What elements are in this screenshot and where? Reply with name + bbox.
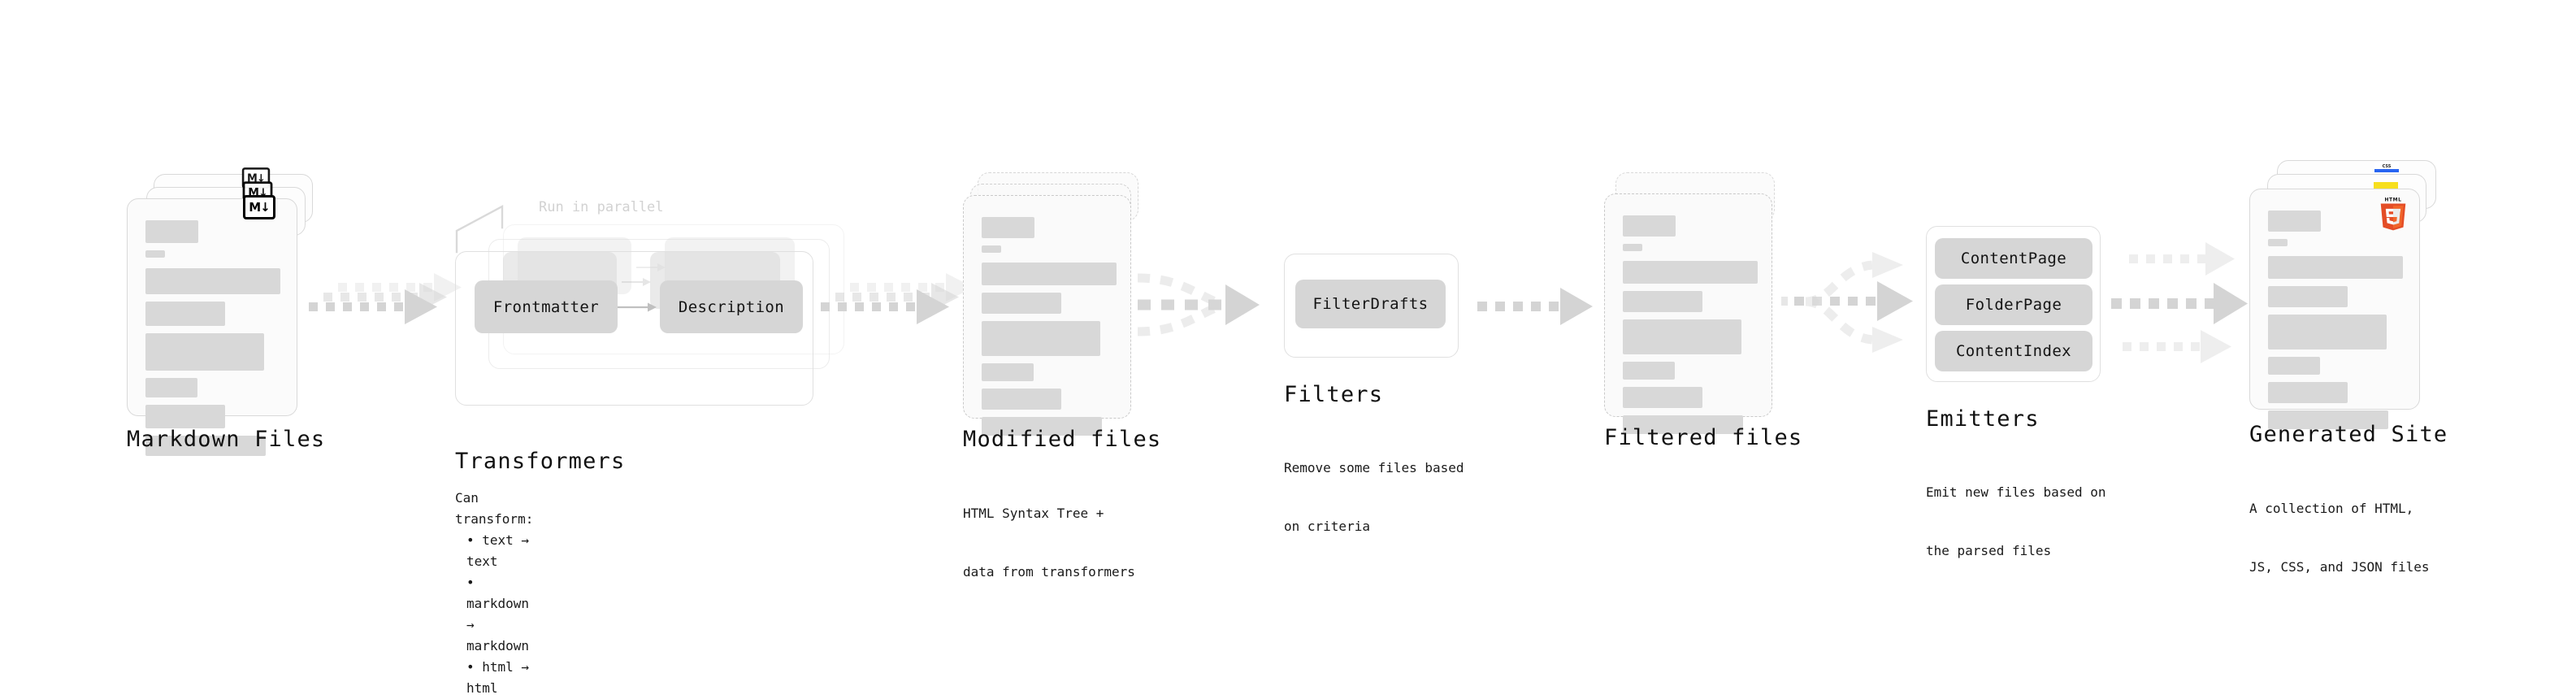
modified-files-subtitle-line-1: data from transformers bbox=[963, 564, 1135, 580]
emitters-title: Emitters bbox=[1926, 406, 2040, 432]
connector-filtered-to-emitters bbox=[1781, 252, 1913, 353]
transformers-bullets: Can transform: • text → text • markdown … bbox=[455, 488, 533, 699]
markdown-badge-mid-label: M↓ bbox=[248, 185, 267, 199]
modified-card-front bbox=[963, 195, 1131, 436]
connector-modified-to-filters bbox=[1137, 273, 1260, 336]
filters-chip-filterdrafts-label: FilterDrafts bbox=[1312, 295, 1429, 313]
css3-badge-bar bbox=[2374, 169, 2399, 172]
modified-files-subtitle-line-0: HTML Syntax Tree + bbox=[963, 506, 1104, 521]
transformers-chip-frontmatter: Frontmatter bbox=[475, 280, 618, 333]
filtered-files-title: Filtered files bbox=[1604, 425, 1803, 450]
transformers-bullets-header: Can transform: bbox=[455, 490, 534, 527]
emitters-chip-folderpage-label: FolderPage bbox=[1965, 296, 2062, 314]
markdown-files-title: Markdown Files bbox=[127, 427, 326, 452]
connector-filters-to-filtered bbox=[1477, 288, 1593, 325]
generated-site-subtitle-line-0: A collection of HTML, bbox=[2249, 501, 2414, 516]
filters-title: Filters bbox=[1284, 382, 1384, 407]
generated-site-subtitle: A collection of HTML, JS, CSS, and JSON … bbox=[2249, 460, 2430, 616]
site-card-lines bbox=[2268, 211, 2403, 436]
transformers-chip-description: Description bbox=[660, 280, 803, 333]
filtered-card-lines bbox=[1623, 215, 1758, 441]
filters-subtitle-line-1: on criteria bbox=[1284, 519, 1370, 534]
css3-badge: CSS bbox=[2374, 163, 2399, 172]
transformers-chip-frontmatter-label: Frontmatter bbox=[492, 297, 600, 316]
transformers-panel-front bbox=[455, 251, 813, 406]
emitters-chip-contentpage-label: ContentPage bbox=[1960, 250, 2067, 267]
modified-files-title: Modified files bbox=[963, 427, 1162, 452]
emitters-subtitle-line-0: Emit new files based on bbox=[1926, 484, 2106, 500]
generated-site-subtitle-line-1: JS, CSS, and JSON files bbox=[2249, 559, 2430, 575]
filtered-card-front bbox=[1604, 193, 1772, 434]
emitters-subtitle-line-1: the parsed files bbox=[1926, 543, 2052, 558]
filters-panel bbox=[1284, 254, 1459, 358]
connector-transformers-to-modified bbox=[821, 273, 974, 324]
connector-md-to-transformers bbox=[309, 273, 462, 324]
emitters-chip-folderpage: FolderPage bbox=[1935, 284, 2092, 325]
emitters-subtitle: Emit new files based on the parsed files bbox=[1926, 444, 2106, 600]
emitters-chip-contentpage: ContentPage bbox=[1935, 238, 2092, 279]
transformers-chip-description-label: Description bbox=[678, 297, 785, 316]
css3-badge-label: CSS bbox=[2382, 164, 2392, 169]
run-in-parallel-label: Run in parallel bbox=[539, 199, 664, 215]
filters-subtitle-line-0: Remove some files based bbox=[1284, 460, 1464, 475]
transformers-title: Transformers bbox=[455, 449, 626, 474]
connector-emitters-to-site bbox=[2111, 242, 2248, 363]
markdown-badge-back-label: M↓ bbox=[247, 171, 266, 185]
emitters-chip-contentindex: ContentIndex bbox=[1935, 331, 2092, 371]
modified-card-lines bbox=[982, 217, 1117, 443]
markdown-card-front bbox=[127, 198, 297, 456]
pipeline-diagram: M↓ M↓ M↓ Markdown Files bbox=[127, 160, 2448, 696]
markdown-badge-front: M↓ bbox=[243, 195, 275, 219]
markdown-card-lines bbox=[145, 220, 280, 463]
filters-subtitle: Remove some files based on criteria bbox=[1284, 419, 1464, 575]
filters-chip-filterdrafts: FilterDrafts bbox=[1295, 280, 1446, 328]
generated-site-title: Generated Site bbox=[2249, 422, 2448, 447]
transformers-bullet-0: • text → text bbox=[466, 532, 530, 569]
transformers-bullet-1: • markdown → markdown bbox=[466, 575, 530, 653]
site-card-front bbox=[2249, 189, 2420, 429]
modified-files-subtitle: HTML Syntax Tree + data from transformer… bbox=[963, 465, 1135, 621]
emitters-panel bbox=[1926, 226, 2101, 382]
emitters-chip-contentindex-label: ContentIndex bbox=[1955, 342, 2072, 360]
transformers-bullet-2: • html → html bbox=[466, 659, 530, 696]
markdown-badge-front-label: M↓ bbox=[249, 199, 270, 215]
